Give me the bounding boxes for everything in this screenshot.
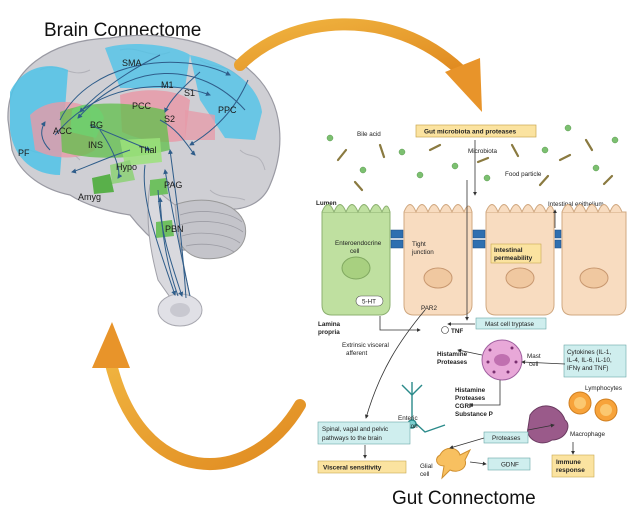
label-sma: SMA (122, 58, 142, 68)
hypothalamus-region (110, 160, 135, 184)
lamina-propria-label-1: Lamina (318, 321, 341, 328)
proteases-box-label: Proteases (492, 435, 520, 442)
s2-region (185, 110, 215, 140)
tight-junctions (390, 229, 562, 249)
cytokines-label-1: Cytokines (IL-1, (567, 349, 611, 356)
bile-acid-label: Bile acid (357, 131, 381, 138)
thalamus-region (120, 138, 162, 166)
mediator-histamine: Histamine (455, 387, 486, 394)
food-particle-label: Food particle (505, 171, 542, 178)
enteric-neuron-label-1: Enteric (398, 415, 418, 422)
brain-illustration: SMA M1 S1 PPC PCC S2 ACC BG PF INS Thal … (7, 34, 281, 327)
glial-cell-label-2: cell (420, 471, 429, 478)
lamina-propria-label-2: propria (318, 329, 340, 336)
pag-region (150, 178, 168, 196)
connectivity-arrows (40, 54, 249, 299)
sma-region (105, 44, 190, 88)
epithelial-cell-3 (485, 211, 555, 316)
tight-junction-label-1: Tight (412, 241, 426, 248)
lumen-label: Lumen (316, 200, 337, 207)
intestinal-permeability-label-2: permeability (494, 255, 533, 262)
mast-cell (481, 339, 523, 381)
lymphocytes-label: Lymphocytes (585, 385, 622, 392)
serotonin-label: 5-HT (362, 299, 376, 306)
label-amyg: Amyg (78, 192, 101, 202)
visceral-sensitivity-label: Visceral sensitivity (323, 465, 382, 472)
spinal-box-label-2: pathways to the brain (322, 435, 382, 442)
label-hypo: Hypo (116, 162, 137, 172)
bacteria (336, 138, 614, 192)
posterior-cortex-region (190, 55, 262, 140)
gut-connectome-title: Gut Connectome (392, 488, 536, 509)
mediator-cgrp: CGRP (455, 403, 473, 410)
gut-diagram: Gut microbiota and proteases Bile acid M… (312, 122, 628, 484)
immune-response-label-2: response (556, 467, 585, 474)
epithelial-cell-4 (561, 211, 627, 316)
label-m1: M1 (161, 80, 174, 90)
cytokines-label-3: IFNγ and TNF) (567, 365, 609, 372)
par2-label: PAR2 (421, 305, 437, 312)
label-pcc: PCC (132, 101, 152, 111)
macrophage-label: Macrophage (570, 431, 606, 438)
mediator-proteases: Proteases (455, 395, 486, 402)
mast-cell-label-1: Mast (527, 353, 541, 360)
intestinal-epithelium-label: Intestinal epithelium (548, 201, 604, 208)
spinal-box-label-1: Spinal, vagal and pelvic (322, 426, 388, 433)
gdnf-label: GDNF (501, 462, 519, 469)
label-pbn: PBN (165, 224, 184, 234)
histamine-label: Histamine (437, 351, 468, 358)
label-thal: Thal (139, 145, 157, 155)
tight-junction-label-2: junction (411, 249, 434, 256)
label-pag: PAG (164, 180, 182, 190)
gut-to-brain-arrow (104, 354, 306, 470)
cytokines-label-2: IL-4, IL-6, IL-10, (567, 357, 612, 364)
epithelial-cell-2 (403, 211, 473, 316)
pbn-region (156, 220, 174, 238)
lumen-particles (326, 124, 619, 182)
intestinal-permeability-label-1: Intestinal (494, 247, 523, 254)
mast-cell-tryptase-label: Mast cell tryptase (485, 321, 534, 328)
macrophage (527, 405, 569, 444)
proteases-label: Proteases (437, 359, 468, 366)
label-bg: BG (90, 120, 103, 130)
label-ppc: PPC (218, 105, 237, 115)
gut-pathway-arrows (363, 140, 575, 466)
mediator-substance-p: Substance P (455, 411, 493, 418)
brain-to-gut-arrow (234, 18, 466, 76)
enteroendocrine-label-2: cell (350, 248, 359, 255)
amygdala-region (92, 174, 114, 194)
mast-cell-label-2: cell (529, 361, 538, 368)
label-pf: PF (18, 148, 30, 158)
epithelium (321, 204, 627, 316)
label-acc: ACC (53, 126, 73, 136)
gut-microbiota-box: Gut microbiota and proteases (424, 129, 516, 136)
cycle-arrows (92, 18, 482, 470)
label-s1: S1 (184, 88, 195, 98)
tnf-label: TNF (451, 328, 463, 335)
glial-cell-label-1: Glial (420, 463, 433, 470)
extrinsic-afferent-label-2: afferent (346, 350, 367, 357)
microbiota-label: Microbiota (468, 148, 498, 155)
label-s2: S2 (164, 114, 175, 124)
label-ins: INS (88, 140, 103, 150)
immune-response-label-1: Immune (556, 459, 581, 466)
enteroendocrine-label-1: Enteroendocrine (335, 240, 382, 247)
extrinsic-afferent-label-1: Extrinsic visceral (342, 342, 389, 349)
